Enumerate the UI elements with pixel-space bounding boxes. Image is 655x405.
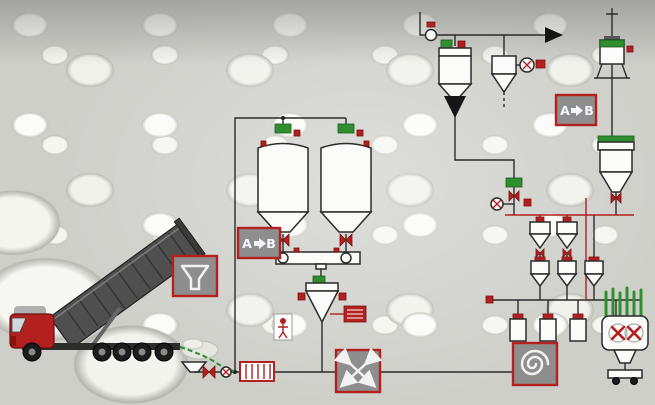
control-panel [343,305,367,323]
arrow-right-icon [254,238,266,249]
weigh-hopper [297,275,347,324]
gravity-flow-arrow [444,96,466,118]
container-3 [569,313,587,342]
filter-receiver-right [597,135,635,204]
discharge-cart [607,369,643,385]
fitting [485,295,494,304]
weigh-bin-3 [583,256,605,288]
funnel-icon [180,264,210,291]
storage-silo-1 [256,123,310,247]
flow-arrow [545,27,563,43]
mini-hopper-2 [555,216,579,258]
route-a-to-b-badge-right: A B [554,93,598,127]
wheels [22,342,174,362]
intake-pit [180,361,208,373]
tipper-trailer [50,217,206,348]
arrow-right-icon [571,105,583,116]
crossed-arrows-icon [333,347,383,388]
weigh-bin-2 [556,256,578,288]
feed-vessel [594,36,634,79]
butterfly-valve [339,233,353,247]
storage-silo-2 [319,123,373,247]
material-pile-top [182,338,204,350]
filter-receiver [437,39,473,104]
hoist-cylinder [90,306,122,348]
pinch-valve [202,365,216,379]
weigh-bin-1 [529,256,551,288]
batch-mixer [601,286,649,385]
pipe-network [180,8,640,374]
operator-sign [273,313,293,341]
diverter-valve [424,28,438,42]
valve-station [490,177,532,211]
flexible-hose [179,346,235,372]
mini-hopper-1 [528,216,552,258]
intake-funnel-box [171,254,219,298]
container-1 [509,313,527,342]
container-2 [539,313,557,342]
route-from-label: A [560,103,570,118]
spiral-icon [520,349,550,376]
route-to-label: B [266,236,276,251]
pressure-gauge [220,366,232,378]
rotary-feeder [239,361,275,382]
screw-conveyor [275,247,361,270]
dump-truck [9,217,219,362]
route-to-label: B [584,103,594,118]
diverter-cap [426,21,436,28]
mixing-box [333,347,383,394]
screw-spiral-box [511,341,559,387]
cyclone-separator [490,55,546,94]
butterfly-valve [610,192,622,204]
truck-cab [9,306,55,349]
route-a-to-b-badge-left: A B [236,226,282,260]
route-from-label: A [242,236,252,251]
